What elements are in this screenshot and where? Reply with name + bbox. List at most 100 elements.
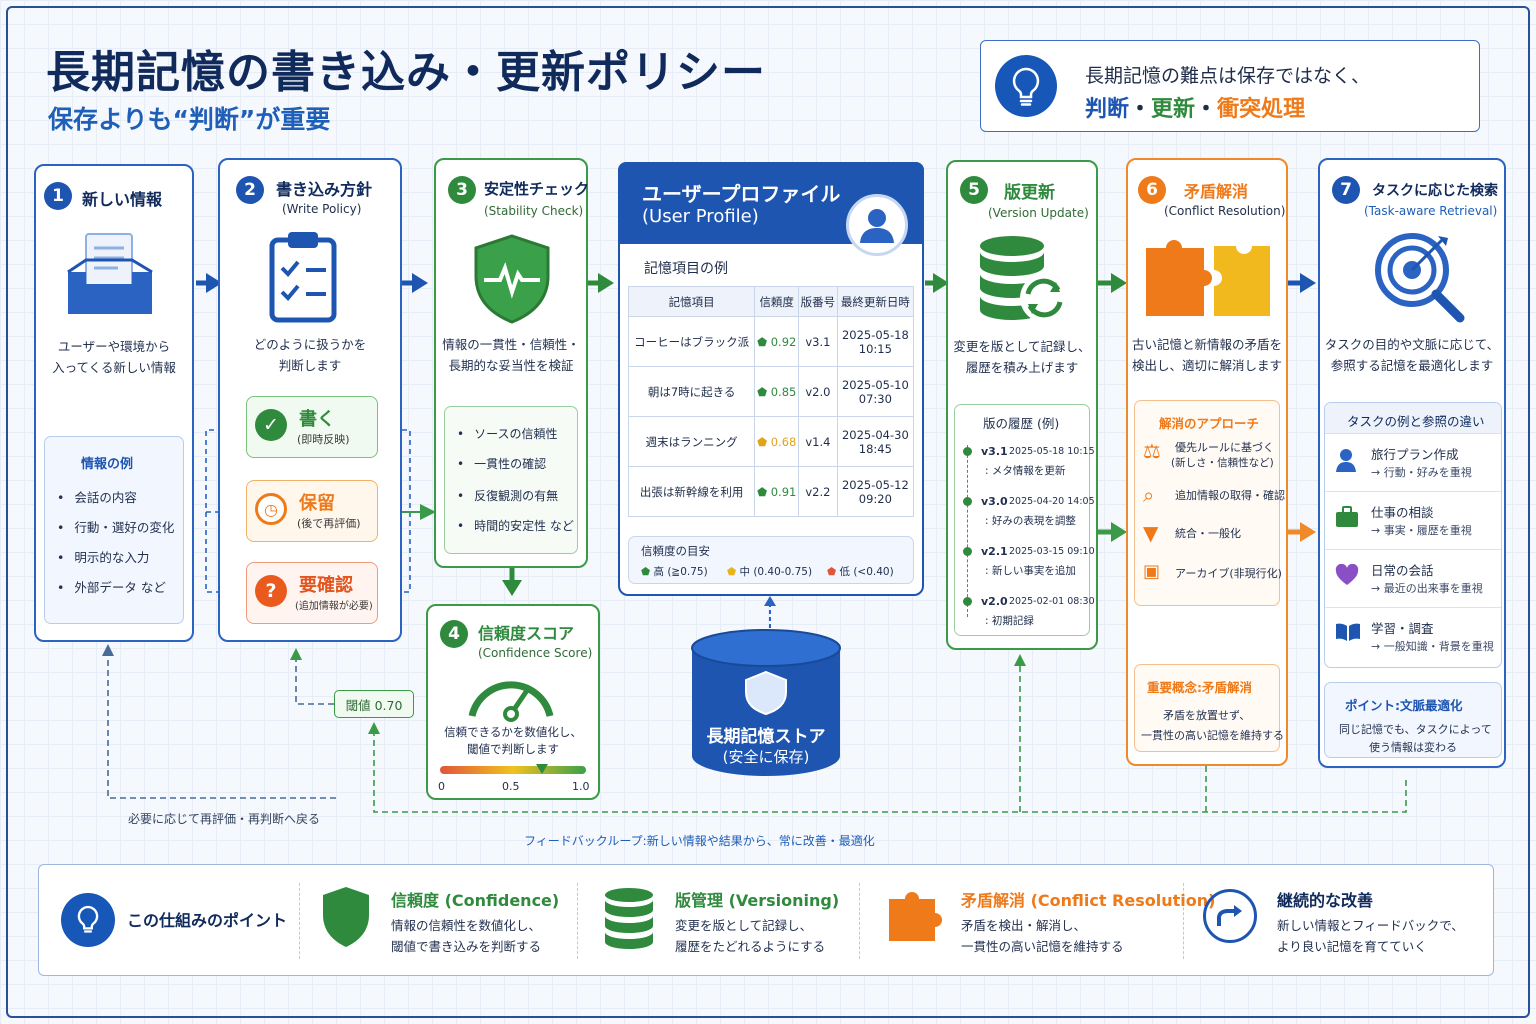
task-example-row: 学習・調査 → 一般知識・背景を重視 xyxy=(1325,607,1501,665)
version-cell: v2.2 xyxy=(798,466,838,517)
task-title: 仕事の相談 xyxy=(1371,505,1434,520)
stability-check-item: 一貫性の確認 xyxy=(457,455,546,472)
task-title: 学習・調査 xyxy=(1371,621,1434,636)
user-profile-panel: ユーザープロファイル (User Profile) 記憶項目の例 記憶項目 信頼… xyxy=(618,162,924,596)
page-title: 長期記憶の書き込み・更新ポリシー xyxy=(46,47,766,98)
step6-description: 古い記憶と新情報の矛盾を検出し、適切に解消します xyxy=(1131,337,1282,373)
step6-number: 6 xyxy=(1138,176,1166,204)
shield-icon: ⬟ xyxy=(641,566,651,578)
summary-confidence-title: 信頼度 (Confidence) xyxy=(391,891,560,910)
callout-keyword-conflict: 衝突処理 xyxy=(1217,97,1306,122)
stability-checks-box: ソースの信頼性 一貫性の確認 反復観測の有無 時間的安定性 など xyxy=(444,406,578,554)
timeline-dot xyxy=(963,447,972,456)
store-sub: (安全に保存) xyxy=(722,748,810,766)
version-cell: v3.1 xyxy=(798,316,838,367)
approach-item: 統合・一般化 xyxy=(1175,527,1241,540)
step7-description: タスクの目的や文脈に応じて、参照する記憶を最適化します xyxy=(1324,337,1500,373)
summary-conflict-title: 矛盾解消 (Conflict Resolution) xyxy=(961,891,1216,910)
profile-title: ユーザープロファイル xyxy=(642,182,841,206)
confidence-cell: ⬟ 0.68 xyxy=(754,416,800,467)
checkmark-icon: ✓ xyxy=(255,409,287,441)
info-example-item: 外部データ など xyxy=(57,577,165,596)
reeval-loop-label: 必要に応じて再評価・再判断へ戻る xyxy=(128,812,321,826)
legend-item-mid: ⬟ 中 (0.40-0.75) xyxy=(727,566,813,578)
shield-icon: ⬟ xyxy=(727,566,737,578)
version-date: 2025-04-20 14:05 xyxy=(1009,496,1095,507)
memory-item-cell: コーヒーはブラック派 xyxy=(627,316,756,367)
scale-tick-label: 0 xyxy=(438,780,445,793)
version-note: : 初期記録 xyxy=(985,615,1034,627)
column-header: 記憶項目 xyxy=(627,286,756,317)
memory-item-cell: 週末はランニング xyxy=(627,416,756,467)
magnifier-icon: ⌕ xyxy=(1143,483,1155,507)
key-concept-line: 一貫性の高い記憶を維持する xyxy=(1141,729,1284,742)
summary-point-label: この仕組みのポイント xyxy=(127,911,288,930)
step4-description: 信頼できるかを数値化し、閾値で判断します xyxy=(444,725,582,756)
step4-number: 4 xyxy=(440,620,468,648)
info-examples-box: 情報の例 会話の内容 行動・選好の変化 明示的な入力 外部データ など xyxy=(44,436,184,624)
version-note: : 新しい事実を追加 xyxy=(985,565,1076,577)
version-label: v3.1 xyxy=(981,445,1008,458)
approach-item-sub: (新しさ・信頼性など) xyxy=(1171,457,1274,469)
version-history-title: 版の履歴 (例) xyxy=(983,416,1060,431)
scale-balance-icon: ⚖ xyxy=(1143,439,1161,463)
memory-item-cell: 朝は7時に起きる xyxy=(627,366,756,417)
step5-version-update-card: 5 版更新 (Version Update) 変更を版として記録し、履歴を積み上… xyxy=(946,160,1098,650)
profile-subtitle: (User Profile) xyxy=(642,206,759,227)
profile-table-title: 記憶項目の例 xyxy=(644,261,728,277)
shield-icon: ⬟ xyxy=(757,334,768,349)
shield-icon: ⬟ xyxy=(757,484,768,499)
policy-confirm-label: 要確認 xyxy=(299,575,353,596)
version-date: 2025-02-01 08:30 xyxy=(1009,596,1095,607)
version-label: v2.1 xyxy=(981,545,1008,558)
stability-check-item: ソースの信頼性 xyxy=(457,425,557,442)
task-title: 旅行プラン作成 xyxy=(1371,447,1459,462)
column-header: 最終更新日時 xyxy=(836,286,915,317)
puzzle-pieces-icon xyxy=(1142,236,1274,324)
callout-keyword-judgment: 判断 xyxy=(1085,97,1130,122)
version-note: : 好みの表現を調整 xyxy=(985,515,1076,527)
task-detail: → 事実・履歴を重視 xyxy=(1371,524,1472,537)
shield-heartbeat-icon xyxy=(470,232,554,330)
step4-confidence-score-card: 4 信頼度スコア (Confidence Score) 信頼できるかを数値化し、… xyxy=(426,604,600,800)
funnel-icon: ▼ xyxy=(1143,521,1159,545)
step4-title: 信頼度スコア xyxy=(478,624,575,643)
callout-line1: 長期記憶の難点は保存ではなく、 xyxy=(1085,65,1371,87)
policy-hold-label: 保留 xyxy=(299,493,335,514)
page-subtitle: 保存よりも“判断”が重要 xyxy=(48,105,331,134)
step3-number: 3 xyxy=(448,176,476,204)
step2-number: 2 xyxy=(236,176,264,204)
version-date: 2025-03-15 09:10 xyxy=(1009,546,1095,557)
step3-subtitle: (Stability Check) xyxy=(484,204,584,218)
timeline-dot xyxy=(963,597,972,606)
legend-item-high: ⬟ 高 (≧0.75) xyxy=(641,566,708,578)
resolution-approach-box: 解消のアプローチ ⚖ 優先ルールに基づく (新しさ・信頼性など) ⌕ 追加情報の… xyxy=(1134,400,1285,606)
policy-confirm-sub: (追加情報が必要) xyxy=(295,601,373,612)
key-concept-line: 矛盾を放置せず、 xyxy=(1163,709,1251,722)
heart-icon xyxy=(1335,563,1359,590)
database-cylinder-icon xyxy=(691,629,841,776)
user-avatar-icon xyxy=(846,194,908,256)
task-example-row: 日常の会話→ 最近の出来事を重視 xyxy=(1325,549,1501,607)
summary-conflict-desc: 矛盾を検出・解消し、一貫性の高い記憶を維持する xyxy=(961,918,1124,954)
target-magnifier-icon xyxy=(1372,230,1466,328)
policy-write-label: 書く xyxy=(299,409,335,430)
task-detail: → 最近の出来事を重視 xyxy=(1371,582,1483,595)
reeval-loop xyxy=(107,650,338,799)
policy-write-option: ✓ 書く (即時反映) xyxy=(246,396,378,458)
step3-description: 情報の一貫性・信頼性・長期的な妥当性を検証 xyxy=(442,337,580,373)
context-point-box: ポイント:文脈最適化 同じ記憶でも、タスクによって 使う情報は変わる xyxy=(1324,682,1502,758)
summary-improvement-title: 継続的な改善 xyxy=(1277,891,1374,910)
step7-number: 7 xyxy=(1332,176,1360,204)
task-detail: → 一般知識・背景を重視 xyxy=(1371,640,1494,653)
confidence-scale-bar xyxy=(440,766,586,774)
key-concept-box: 重要概念:矛盾解消 矛盾を放置せず、 一貫性の高い記憶を維持する xyxy=(1134,664,1284,752)
key-insight-callout: 長期記憶の難点は保存ではなく、 判断・更新・衝突処理 xyxy=(980,40,1480,132)
question-mark-icon: ? xyxy=(255,575,287,607)
gauge-icon xyxy=(464,666,558,726)
info-example-item: 行動・選好の変化 xyxy=(57,517,174,536)
